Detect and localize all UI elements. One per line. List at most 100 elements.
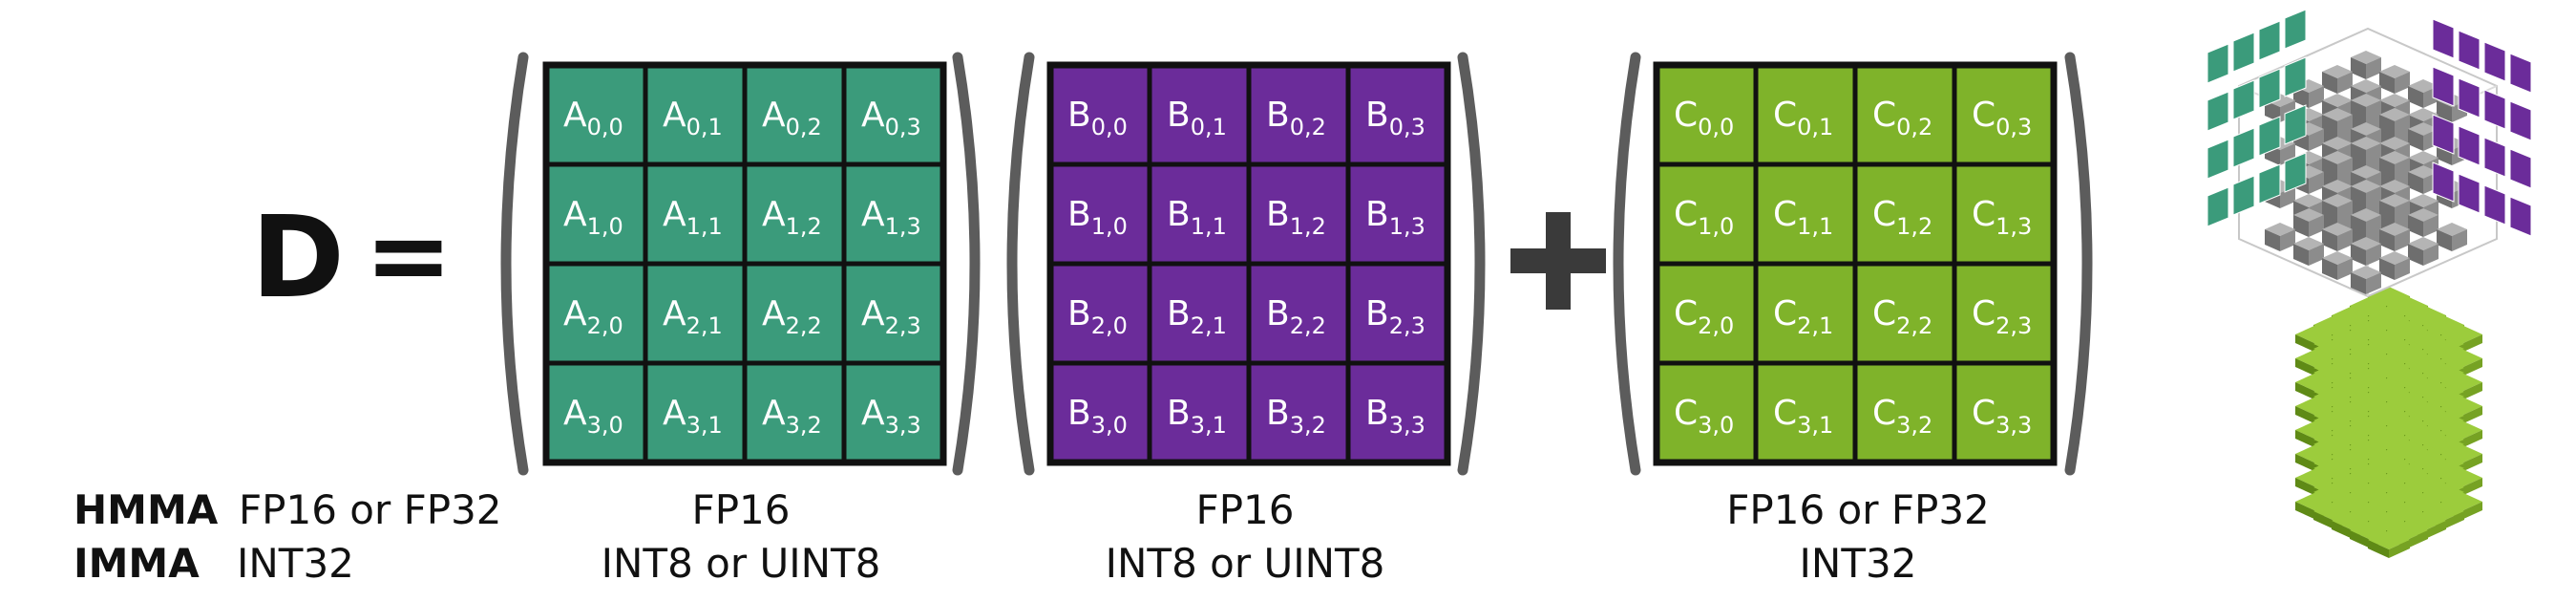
matrix-cell: A2,2 — [742, 261, 847, 366]
matrix-cell: B1,2 — [1246, 161, 1351, 267]
cell-label: C1,1 — [1773, 195, 1833, 240]
matrix-cell: C1,1 — [1753, 161, 1858, 267]
matrix-cell: A2,0 — [543, 261, 648, 366]
cell-label: A3,2 — [762, 394, 822, 439]
cell-label: A1,1 — [663, 195, 723, 240]
cell-label: C2,2 — [1872, 294, 1932, 339]
matrix-cell: C2,1 — [1753, 261, 1858, 366]
left-parenthesis — [1613, 52, 1641, 476]
cell-label: A2,2 — [762, 294, 822, 339]
cell-label: A2,1 — [663, 294, 723, 339]
b-imma-type: INT8 or UINT8 — [1105, 540, 1385, 587]
matrix-cell: C0,0 — [1654, 62, 1759, 167]
cell-label: C0,2 — [1872, 96, 1932, 140]
matrix-cell: A1,1 — [643, 161, 748, 267]
c-imma-type: INT32 — [1799, 540, 1917, 587]
imma-label: IMMA — [74, 540, 200, 587]
matrix-cell: B1,0 — [1047, 161, 1152, 267]
matrix-cell: C2,2 — [1852, 261, 1957, 366]
equals-sign: = — [365, 194, 453, 316]
cell-label: C3,1 — [1773, 394, 1833, 439]
cell-label: C2,0 — [1674, 294, 1734, 339]
cell-label: A3,0 — [563, 394, 623, 439]
cell-label: B0,0 — [1067, 96, 1128, 140]
left-parenthesis — [1006, 52, 1035, 476]
matrix-cell: B2,2 — [1246, 261, 1351, 366]
cell-label: B2,3 — [1365, 294, 1425, 339]
matrix-cell: B0,1 — [1147, 62, 1252, 167]
matrix-cell: A2,1 — [643, 261, 748, 366]
a-hmma-type: FP16 — [691, 486, 791, 533]
cell-label: C3,3 — [1972, 394, 2032, 439]
d-hmma-type: FP16 or FP32 — [239, 486, 502, 533]
cell-label: A2,0 — [563, 294, 623, 339]
a-imma-type: INT8 or UINT8 — [601, 540, 881, 587]
cell-label: B1,2 — [1266, 195, 1326, 240]
cell-label: B1,0 — [1067, 195, 1128, 240]
matrix-cell: C0,2 — [1852, 62, 1957, 167]
cell-label: B3,1 — [1167, 394, 1227, 439]
cell-label: C2,1 — [1773, 294, 1833, 339]
matrix-cell: A0,1 — [643, 62, 748, 167]
cell-label: C1,3 — [1972, 195, 2032, 240]
matrix-cell: C2,0 — [1654, 261, 1759, 366]
matrix-cell: B3,0 — [1047, 360, 1152, 465]
cell-label: A0,0 — [563, 96, 623, 140]
cell-label: B3,0 — [1067, 394, 1128, 439]
matrix-cell: C3,1 — [1753, 360, 1858, 465]
matrix-cell: B1,1 — [1147, 161, 1252, 267]
left-parenthesis — [500, 52, 529, 476]
cell-label: C0,0 — [1674, 96, 1734, 140]
cell-label: A0,3 — [861, 96, 921, 140]
matrix-cell: B1,3 — [1345, 161, 1450, 267]
cell-label: B3,2 — [1266, 394, 1326, 439]
cell-label: B2,1 — [1167, 294, 1227, 339]
d-imma-type: INT32 — [237, 540, 354, 587]
cell-label: C0,1 — [1773, 96, 1833, 140]
matrix-cell: A1,2 — [742, 161, 847, 267]
cell-label: B3,3 — [1365, 394, 1425, 439]
right-parenthesis — [2064, 52, 2093, 476]
cell-label: A0,2 — [762, 96, 822, 140]
cell-label: B1,1 — [1167, 195, 1227, 240]
matrix-cell: A3,0 — [543, 360, 648, 465]
matrix-cell: C1,0 — [1654, 161, 1759, 267]
matrix-cell: B2,0 — [1047, 261, 1152, 366]
d-symbol: D — [251, 191, 345, 323]
matrix-cell: C1,2 — [1852, 161, 1957, 267]
cell-label: A0,1 — [663, 96, 723, 140]
cell-label: A1,3 — [861, 195, 921, 240]
cell-label: C1,2 — [1872, 195, 1932, 240]
tensor-core-cube-illustration — [2206, 9, 2532, 558]
matrix-border — [1046, 61, 1451, 466]
cell-label: C3,0 — [1674, 394, 1734, 439]
cell-label: A3,1 — [663, 394, 723, 439]
matrix-cell: A3,2 — [742, 360, 847, 465]
cell-label: A1,0 — [563, 195, 623, 240]
cell-label: B2,2 — [1266, 294, 1326, 339]
matrix-cell: A0,3 — [841, 62, 946, 167]
matrix-cell: C0,1 — [1753, 62, 1858, 167]
matrix-cell: C3,0 — [1654, 360, 1759, 465]
matrix-cell: A2,3 — [841, 261, 946, 366]
cell-label: C3,2 — [1872, 394, 1932, 439]
cell-label: A3,3 — [861, 394, 921, 439]
right-parenthesis — [1457, 52, 1486, 476]
matrix-cell: B0,2 — [1246, 62, 1351, 167]
matrix-cell: A3,1 — [643, 360, 748, 465]
matrix-cell: C1,3 — [1952, 161, 2057, 267]
hmma-label: HMMA — [74, 486, 219, 533]
cell-label: B0,3 — [1365, 96, 1425, 140]
matrix-cell: C2,3 — [1952, 261, 2057, 366]
b-hmma-type: FP16 — [1195, 486, 1295, 533]
matrix-cell: B0,3 — [1345, 62, 1450, 167]
matrix-cell: C3,2 — [1852, 360, 1957, 465]
matrix-border — [1653, 61, 2058, 466]
matrix-c: C0,0 C0,1 C0,2 C0,3C1,0 C1,1 C1,2 C1,3C2,0 C2,1… — [1613, 52, 2093, 476]
cell-label: B1,3 — [1365, 195, 1425, 240]
matrix-border — [542, 61, 947, 466]
cell-label: C0,3 — [1972, 96, 2032, 140]
matrix-cell: B2,3 — [1345, 261, 1450, 366]
cell-label: B0,2 — [1266, 96, 1326, 140]
